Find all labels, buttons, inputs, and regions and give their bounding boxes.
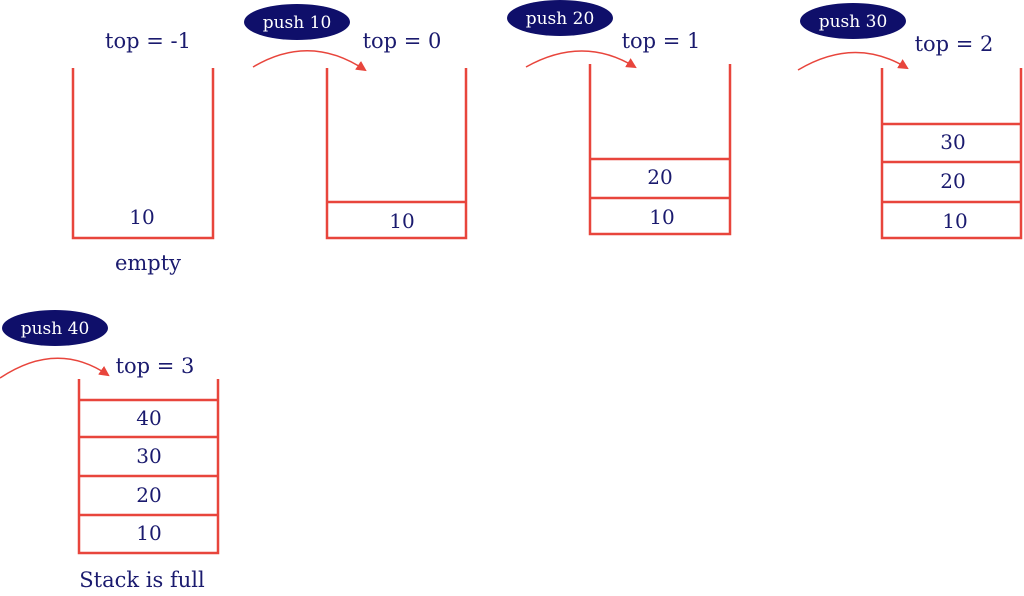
stack-cell-value: 30 — [136, 444, 161, 468]
push-arrow — [252, 50, 367, 72]
push-arrow — [525, 50, 637, 69]
stack-container — [71, 68, 215, 240]
stack-caption: Stack is full — [79, 568, 205, 592]
stack-container — [325, 68, 468, 240]
stack-cell-value: 20 — [647, 165, 672, 189]
top-label: top = 0 — [363, 29, 442, 53]
operation-label: push 30 — [819, 12, 888, 32]
operation-badge: push 10 — [244, 4, 350, 40]
operation-pill — [244, 4, 350, 40]
operation-label: push 20 — [526, 9, 595, 29]
stack-cell-value: 40 — [136, 406, 161, 430]
push-arrow — [0, 357, 110, 379]
top-label: top = 3 — [116, 354, 195, 378]
operation-pill — [2, 310, 108, 346]
stack-cell-value: 10 — [129, 205, 154, 229]
stack-container — [77, 379, 220, 555]
stack-cell-value: 20 — [940, 169, 965, 193]
stack-cell-value: 10 — [389, 209, 414, 233]
stack-after-push-10: push 10 top = 0 10 — [244, 4, 468, 240]
operation-label: push 10 — [263, 13, 332, 33]
stack-cell-value: 10 — [942, 209, 967, 233]
stack-cell-value: 10 — [649, 205, 674, 229]
stack-empty: top = -1 10 empty — [71, 29, 215, 275]
operation-pill — [800, 3, 906, 39]
top-label: top = 1 — [622, 29, 701, 53]
push-arrow — [797, 51, 909, 71]
stack-after-push-40: push 40 top = 3 40 30 20 10 Stack is ful… — [0, 310, 220, 592]
operation-badge: push 40 — [2, 310, 108, 346]
stack-container — [880, 68, 1023, 240]
top-label: top = 2 — [915, 32, 994, 56]
operation-badge: push 30 — [800, 3, 906, 39]
stack-after-push-20: push 20 top = 1 20 10 — [507, 0, 732, 236]
operation-badge: push 20 — [507, 0, 613, 36]
stack-cell-value: 20 — [136, 483, 161, 507]
stack-container — [588, 64, 732, 236]
top-label: top = -1 — [105, 29, 191, 53]
stack-cell-value: 30 — [940, 130, 965, 154]
stack-after-push-30: push 30 top = 2 30 20 10 — [797, 3, 1023, 240]
operation-label: push 40 — [21, 319, 90, 339]
stack-cell-value: 10 — [136, 521, 161, 545]
operation-pill — [507, 0, 613, 36]
stack-caption: empty — [115, 251, 181, 275]
